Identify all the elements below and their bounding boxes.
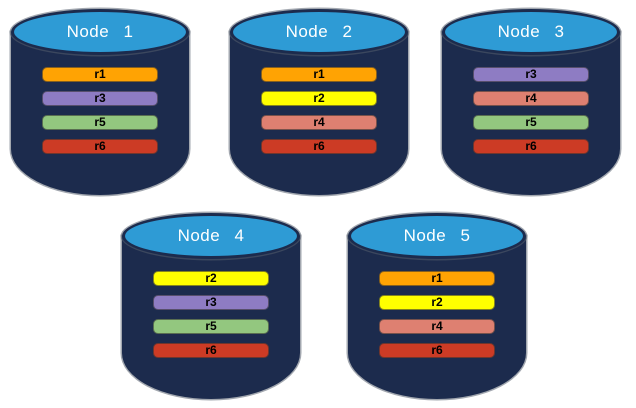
node-2-cylinder-top: Node 2	[230, 9, 408, 55]
replica-bar: r6	[153, 343, 269, 358]
node-2-cylinder: Node 2 r1 r2 r4 r6	[230, 9, 408, 195]
replica-bar: r3	[42, 91, 158, 106]
node-2-replica-list: r1 r2 r4 r6	[261, 67, 377, 163]
replica-bar: r6	[473, 139, 589, 154]
replica-bar: r5	[473, 115, 589, 130]
node-4-cylinder-body	[122, 236, 300, 399]
node-4-label: Node 4	[177, 226, 245, 245]
node-3-label: Node 3	[497, 22, 565, 41]
replica-bar: r6	[379, 343, 495, 358]
node-1-label: Node 1	[66, 22, 134, 41]
node-1-replica-list: r1 r3 r5 r6	[42, 67, 158, 163]
node-1-cylinder: Node 1 r1 r3 r5 r6	[11, 9, 189, 195]
node-3-cylinder-body	[442, 32, 620, 195]
replica-bar: r6	[42, 139, 158, 154]
replica-bar: r1	[261, 67, 377, 82]
replica-bar: r5	[42, 115, 158, 130]
node-5-cylinder-body	[348, 236, 526, 399]
replica-bar: r6	[261, 139, 377, 154]
node-5-cylinder-top: Node 5	[348, 213, 526, 259]
node-5-replica-list: r1 r2 r4 r6	[379, 271, 495, 367]
replica-bar: r4	[379, 319, 495, 334]
node-4-cylinder-top: Node 4	[122, 213, 300, 259]
replica-bar: r1	[42, 67, 158, 82]
node-4-replica-list: r2 r3 r5 r6	[153, 271, 269, 367]
replica-bar: r3	[153, 295, 269, 310]
node-3-cylinder-top: Node 3	[442, 9, 620, 55]
node-3-replica-list: r3 r4 r5 r6	[473, 67, 589, 163]
replica-bar: r4	[473, 91, 589, 106]
replica-bar: r1	[379, 271, 495, 286]
replica-bar: r4	[261, 115, 377, 130]
replica-bar: r5	[153, 319, 269, 334]
node-5-label: Node 5	[403, 226, 471, 245]
node-2-cylinder-body	[230, 32, 408, 195]
node-1-cylinder-body	[11, 32, 189, 195]
node-4-cylinder: Node 4 r2 r3 r5 r6	[122, 213, 300, 399]
node-1-cylinder-top: Node 1	[11, 9, 189, 55]
node-5-cylinder: Node 5 r1 r2 r4 r6	[348, 213, 526, 399]
replica-bar: r2	[261, 91, 377, 106]
replica-bar: r2	[379, 295, 495, 310]
node-3-cylinder: Node 3 r3 r4 r5 r6	[442, 9, 620, 195]
replica-bar: r3	[473, 67, 589, 82]
node-2-label: Node 2	[285, 22, 353, 41]
replica-bar: r2	[153, 271, 269, 286]
